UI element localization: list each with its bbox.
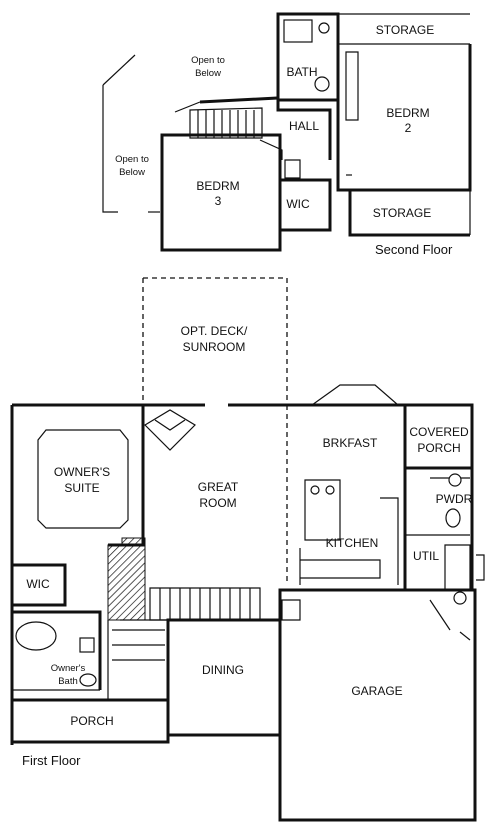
covered-porch-label-line2: PORCH [417, 441, 460, 455]
great-room-label-line1: GREAT [198, 480, 239, 494]
covered-porch-label-line1: COVERED [409, 425, 469, 439]
bath-label: BATH [286, 65, 317, 79]
hall-label: HALL [289, 119, 319, 133]
storage-top-label: STORAGE [376, 23, 434, 37]
bedrm2-label-line2: 2 [405, 121, 412, 135]
bedrm3-label-line2: 3 [215, 194, 222, 208]
brkfast-label: BRKFAST [323, 436, 378, 450]
deck-label-line2: SUNROOM [183, 340, 246, 354]
owners-bath-label-line2: Bath [58, 676, 78, 687]
second-floor-label: Second Floor [375, 242, 453, 257]
storage-bottom-label: STORAGE [373, 206, 431, 220]
open-to-below-top-line1: Open to [191, 55, 225, 66]
kitchen-label: KITCHEN [326, 536, 379, 550]
great-room-label-line2: ROOM [199, 496, 236, 510]
second-floor-plan [102, 12, 472, 252]
bedrm3-label-line1: BEDRM [196, 179, 239, 193]
open-to-below-top-line2: Below [195, 68, 221, 79]
wic-upper-label: WIC [286, 197, 310, 211]
util-label: UTIL [413, 549, 439, 563]
garage-label: GARAGE [351, 684, 402, 698]
owners-suite-label-line1: OWNER'S [54, 465, 110, 479]
wic-lower-label: WIC [26, 577, 50, 591]
owners-suite-label-line2: SUITE [64, 481, 99, 495]
open-to-below-left-line1: Open to [115, 154, 149, 165]
porch-label: PORCH [70, 714, 113, 728]
dining-label: DINING [202, 663, 244, 677]
deck-label-line1: OPT. DECK/ [181, 324, 248, 338]
first-floor-plan [10, 277, 485, 822]
bedrm2-label-line1: BEDRM [386, 106, 429, 120]
owners-bath-label-line1: Owner's [51, 663, 86, 674]
open-to-below-left-line2: Below [119, 167, 145, 178]
first-floor-label: First Floor [22, 753, 81, 768]
pwdr-label: PWDR [436, 492, 473, 506]
